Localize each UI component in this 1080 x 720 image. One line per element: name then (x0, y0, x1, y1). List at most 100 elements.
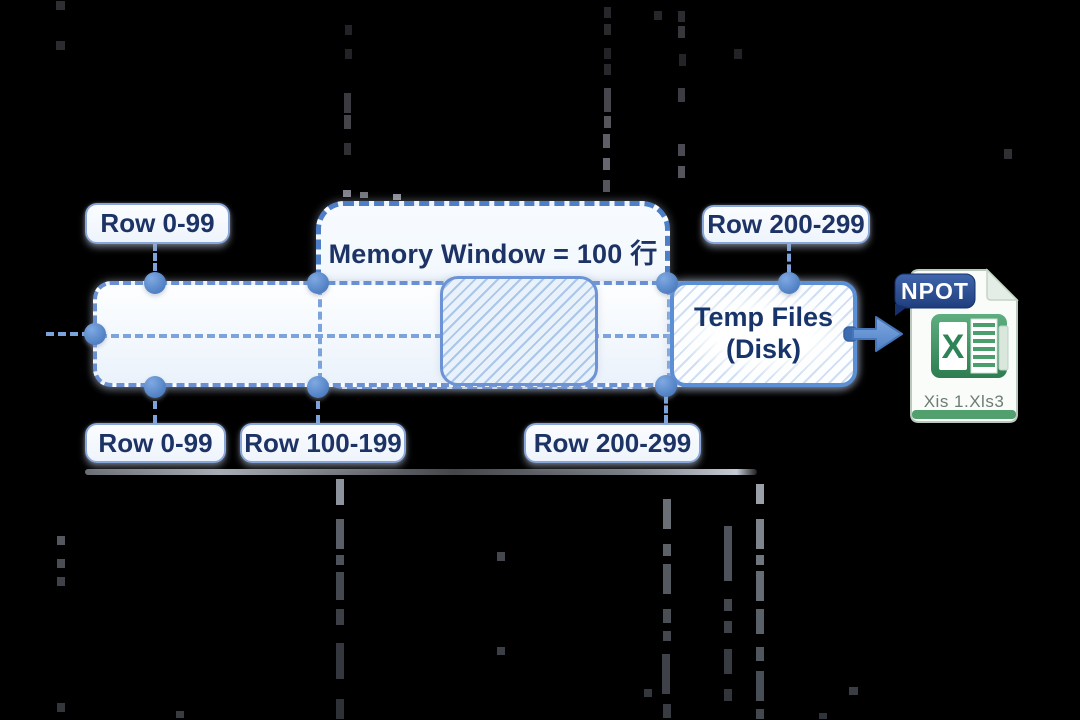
junction-dot (144, 272, 166, 294)
noise-artifact (604, 24, 611, 35)
noise-artifact (849, 687, 858, 695)
file-name-label: Xis 1.Xls3 (924, 392, 1005, 411)
noise-artifact (603, 180, 610, 192)
noise-artifact (336, 555, 344, 565)
temp-files-box: Temp Files (Disk) (670, 281, 857, 387)
noise-artifact (662, 654, 670, 694)
noise-artifact (497, 647, 505, 655)
connector-top-left (153, 243, 157, 281)
noise-artifact (1004, 149, 1012, 159)
noise-artifact (678, 88, 685, 102)
chip-label: Row 0-99 (100, 208, 215, 238)
excel-x-letter: X (942, 328, 965, 366)
noise-artifact (724, 526, 732, 581)
noise-artifact (663, 631, 671, 641)
noise-artifact (336, 643, 344, 679)
temp-files-label-line1: Temp Files (693, 302, 834, 333)
noise-artifact (56, 41, 65, 50)
noise-artifact (604, 48, 611, 59)
noise-artifact (604, 64, 611, 75)
junction-dot (144, 376, 166, 398)
noise-artifact (756, 709, 764, 719)
noise-artifact (724, 689, 732, 701)
noise-artifact (724, 621, 732, 633)
noise-artifact (604, 7, 611, 18)
noise-artifact (344, 93, 351, 113)
chip-row-200-299-top: Row 200-299 (702, 205, 870, 244)
noise-artifact (756, 571, 764, 601)
chip-row-0-99-bottom: Row 0-99 (85, 423, 226, 463)
excel-file-icon: X Xis 1.Xls3 NPOT (894, 268, 1019, 423)
noise-artifact (336, 572, 344, 600)
noise-artifact (344, 115, 351, 129)
chip-label: Row 0-99 (98, 427, 213, 458)
connector-left-tail (46, 332, 90, 336)
noise-artifact (604, 88, 611, 112)
noise-artifact (345, 49, 352, 59)
junction-dot (656, 272, 678, 294)
active-window-block (440, 276, 598, 386)
noise-artifact (57, 577, 65, 586)
noise-artifact (663, 564, 671, 594)
noise-artifact (56, 1, 65, 10)
noise-artifact (724, 649, 732, 674)
chip-row-200-299-bottom: Row 200-299 (524, 423, 701, 463)
chip-label: Row 100-199 (244, 427, 402, 458)
noise-artifact (57, 536, 65, 545)
npot-badge-label: NPOT (901, 278, 969, 304)
noise-artifact (603, 134, 610, 148)
excel-logo: X (931, 314, 1009, 378)
junction-dot (307, 376, 329, 398)
noise-artifact (679, 54, 686, 66)
chip-label: Row 200-299 (707, 209, 865, 239)
band-section-divider-1 (318, 287, 322, 381)
junction-dot (778, 272, 800, 294)
noise-artifact (336, 519, 344, 549)
chip-row-100-199-bottom: Row 100-199 (240, 423, 406, 463)
junction-dot (307, 272, 329, 294)
noise-artifact (756, 484, 764, 504)
noise-artifact (678, 26, 685, 38)
noise-artifact (345, 25, 352, 35)
noise-artifact (336, 699, 344, 719)
junction-dot (655, 375, 677, 397)
noise-artifact (663, 499, 671, 529)
noise-artifact (663, 704, 671, 718)
noise-artifact (343, 190, 351, 197)
memory-window-label: Memory Window = 100 行 (328, 239, 658, 269)
temp-files-label-line2: (Disk) (725, 334, 801, 364)
noise-artifact (393, 194, 401, 200)
noise-artifact (756, 671, 764, 701)
noise-artifact (57, 559, 65, 568)
noise-artifact (678, 144, 685, 156)
connector-bottom-middle (316, 387, 320, 423)
noise-artifact (336, 609, 344, 625)
noise-artifact (497, 552, 505, 561)
connector-top-right (787, 243, 791, 283)
chip-label: Row 200-299 (533, 427, 692, 458)
noise-artifact (724, 599, 732, 611)
noise-artifact (756, 647, 764, 661)
connector-bottom-left (153, 387, 157, 423)
noise-artifact (663, 609, 671, 623)
noise-artifact (654, 11, 662, 20)
noise-artifact (678, 11, 685, 22)
noise-artifact (663, 544, 671, 556)
noise-artifact (604, 116, 611, 128)
noise-artifact (344, 143, 351, 155)
chip-row-0-99-top: Row 0-99 (85, 203, 230, 244)
noise-artifact (57, 703, 65, 712)
shadow-streak (85, 469, 757, 475)
noise-artifact (756, 555, 764, 565)
junction-dot (84, 323, 106, 345)
noise-artifact (360, 192, 368, 198)
noise-artifact (176, 711, 184, 718)
noise-artifact (756, 609, 764, 634)
noise-artifact (603, 158, 610, 170)
band-section-divider-2 (667, 287, 671, 381)
noise-artifact (644, 689, 652, 697)
connector-bottom-right (664, 386, 668, 423)
noise-artifact (819, 713, 827, 719)
noise-artifact (678, 166, 685, 178)
